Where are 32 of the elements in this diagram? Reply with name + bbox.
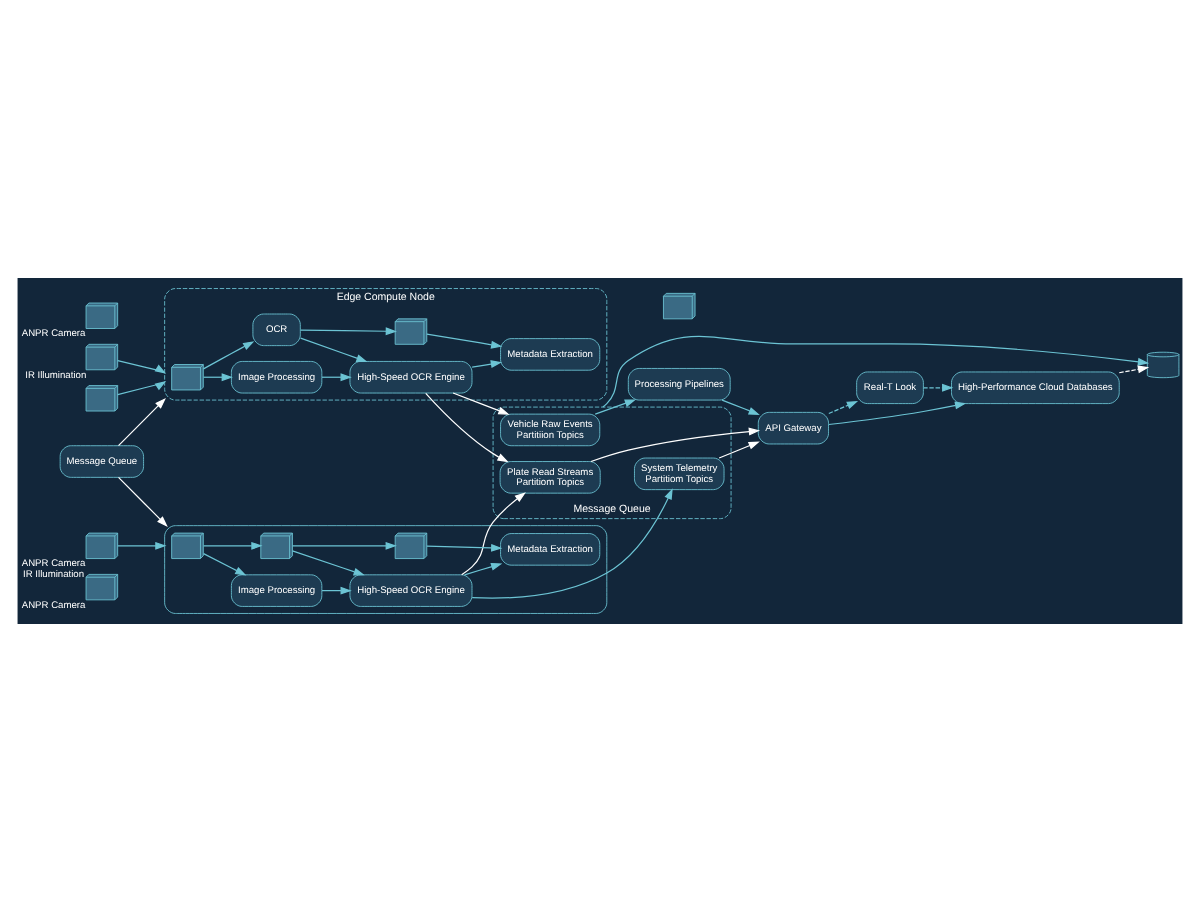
arrow <box>721 398 760 414</box>
arrow <box>452 391 510 414</box>
arrow <box>471 359 503 367</box>
arrow <box>202 372 233 381</box>
arrow <box>461 491 526 575</box>
arrow <box>202 552 247 575</box>
arrow <box>426 542 503 551</box>
arrow <box>590 426 761 462</box>
arrow <box>291 549 365 575</box>
arrow <box>117 475 168 526</box>
arrow <box>828 400 859 414</box>
arrow <box>321 372 352 381</box>
arrow <box>299 326 397 335</box>
arrow <box>425 391 509 462</box>
arrow <box>202 340 255 369</box>
arrow <box>117 540 167 549</box>
arrow <box>828 400 967 425</box>
arrow <box>299 336 368 362</box>
cluster <box>164 524 608 613</box>
arrow <box>291 540 397 549</box>
arrow <box>594 398 637 414</box>
arrow <box>426 332 503 348</box>
arrow <box>922 382 954 391</box>
arrow <box>471 487 673 598</box>
arrow <box>1118 364 1150 373</box>
arrow <box>117 396 166 446</box>
arrow <box>463 561 503 575</box>
arrow <box>202 540 263 549</box>
arrow <box>718 440 760 458</box>
arrow <box>321 585 352 594</box>
arrow <box>117 359 167 373</box>
arrow <box>117 379 167 395</box>
